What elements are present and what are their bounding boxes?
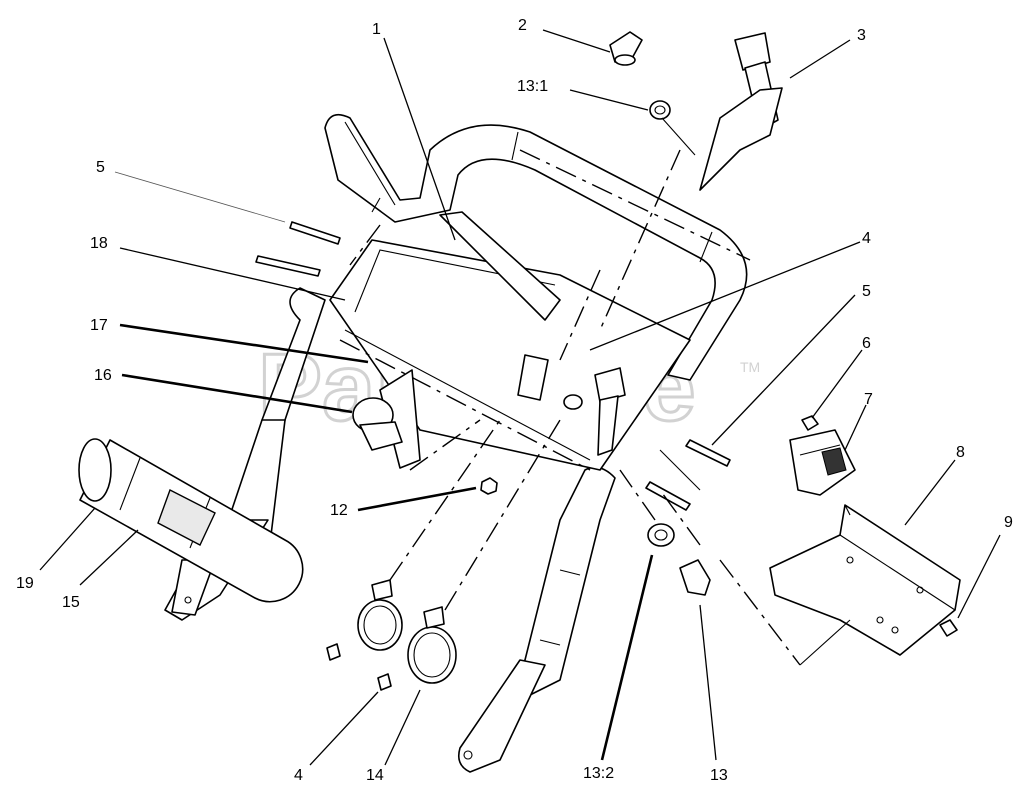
mounting-bracket bbox=[769, 504, 961, 656]
callout-15: 15 bbox=[62, 594, 80, 611]
nut bbox=[480, 477, 498, 495]
bolts bbox=[255, 221, 731, 511]
choke-knob bbox=[352, 397, 403, 451]
phantom-lines bbox=[349, 117, 851, 666]
callout-6: 6 bbox=[862, 335, 871, 352]
callout-3: 3 bbox=[857, 27, 866, 44]
callout-4-right: 4 bbox=[862, 230, 871, 247]
clamps bbox=[326, 579, 457, 691]
callout-19: 19 bbox=[16, 575, 34, 592]
callout-1: 1 bbox=[372, 21, 381, 38]
callout-13: 13 bbox=[710, 767, 728, 784]
callout-5-left: 5 bbox=[96, 159, 105, 176]
callout-4-bottom: 4 bbox=[294, 767, 303, 784]
callout-16: 16 bbox=[94, 367, 112, 384]
callout-14: 14 bbox=[366, 767, 384, 784]
leader-lines bbox=[39, 29, 1001, 766]
callout-13-2: 13:2 bbox=[583, 765, 614, 782]
callout-12: 12 bbox=[330, 502, 348, 519]
callout-2: 2 bbox=[518, 17, 527, 34]
watermark-trademark: TM bbox=[740, 359, 760, 375]
callout-7: 7 bbox=[864, 391, 873, 408]
callout-17: 17 bbox=[90, 317, 108, 334]
callout-13-1: 13:1 bbox=[517, 78, 548, 95]
switch-connector bbox=[789, 415, 856, 496]
callout-5-right: 5 bbox=[862, 283, 871, 300]
roller-cover bbox=[78, 438, 304, 603]
callout-9: 9 bbox=[1004, 514, 1013, 531]
callout-labels: 1 2 3 13:1 5 4 18 5 17 6 16 7 8 12 9 19 … bbox=[16, 17, 1013, 784]
callout-18: 18 bbox=[90, 235, 108, 252]
key-switch bbox=[609, 31, 671, 120]
callout-8: 8 bbox=[956, 444, 965, 461]
panel-lever bbox=[594, 367, 626, 456]
grommet-and-bulb bbox=[647, 523, 711, 596]
shift-lever bbox=[699, 32, 783, 191]
